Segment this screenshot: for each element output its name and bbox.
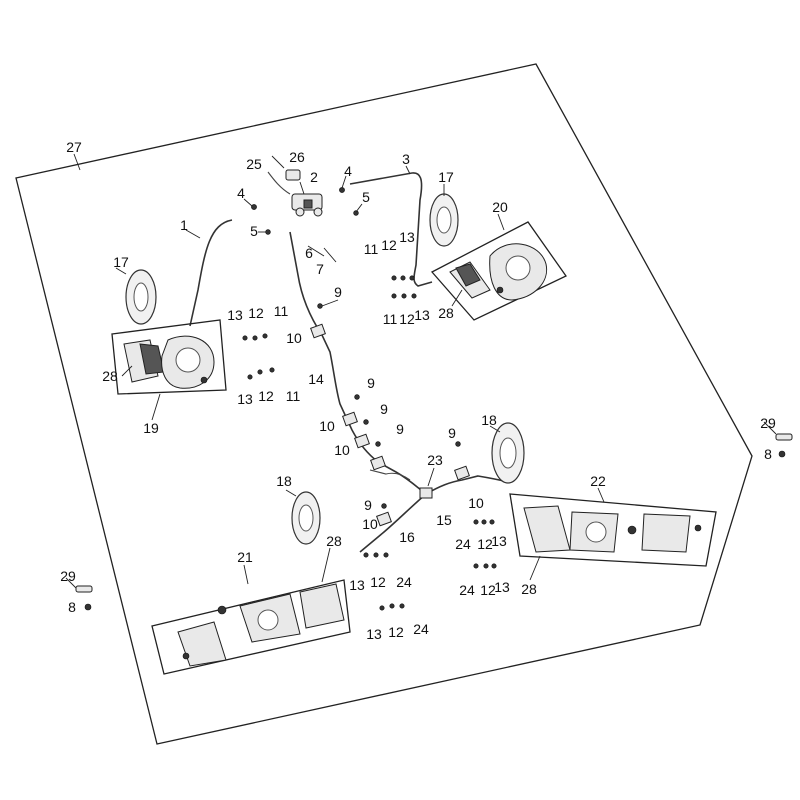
callout-9: 9 [367,375,375,391]
pipe-clips [310,323,470,527]
callout-25: 25 [246,156,262,172]
callout-6: 6 [305,245,313,261]
callout-14: 14 [308,371,324,387]
callout-28: 28 [326,533,342,549]
brake-pipe-branch [369,469,411,481]
callout-11: 11 [383,311,398,327]
callout-17: 17 [113,254,129,270]
caliper-rear-left [151,579,351,675]
callout-8: 8 [764,446,772,462]
callout-19: 19 [143,420,159,436]
callout-10: 10 [319,418,335,434]
callout-1: 1 [180,217,188,233]
callout-9: 9 [380,401,388,417]
callout-11: 11 [286,388,301,404]
callout-24: 24 [396,574,412,590]
callout-18: 18 [481,412,497,428]
callout-10: 10 [468,495,484,511]
callout-13: 13 [491,533,507,549]
callout-12: 12 [370,574,386,590]
callout-15: 15 [436,512,452,528]
callout-11: 11 [364,241,379,257]
callout-13: 13 [349,577,365,593]
callout-12: 12 [248,305,264,321]
callout-12: 12 [258,388,274,404]
callout-13: 13 [494,579,510,595]
callout-29: 29 [760,415,776,431]
callout-5: 5 [362,189,370,205]
callout-13: 13 [399,229,415,245]
callout-12: 12 [399,311,415,327]
callout-8: 8 [68,599,76,615]
callout-26: 26 [289,149,305,165]
callout-17: 17 [438,169,454,185]
callout-13: 13 [227,307,243,323]
callout-12: 12 [480,582,496,598]
callout-10: 10 [286,330,302,346]
brake-hose-1 [189,219,233,327]
callout-16: 16 [399,529,415,545]
callout-12: 12 [381,237,397,253]
callout-3: 3 [402,151,410,167]
caliper-front-left [111,319,227,395]
caliper-front-right [430,221,567,321]
callout-28: 28 [102,368,118,384]
caliper-rear-right [509,493,717,567]
brake-lines [189,171,509,553]
callout-2: 2 [310,169,318,185]
callout-24: 24 [413,621,429,637]
callout-24: 24 [455,536,471,552]
callout-20: 20 [492,199,508,215]
brake-discs [125,193,525,545]
callout-10: 10 [334,442,350,458]
callout-29: 29 [60,568,76,584]
callout-5: 5 [250,223,258,239]
callout-24: 24 [459,582,475,598]
callout-9: 9 [448,425,456,441]
callout-27: 27 [66,139,82,155]
callout-9: 9 [396,421,404,437]
leader-lines [65,153,777,589]
callout-labels: 27 1 2 3 4 4 5 5 6 7 9 9 9 9 9 9 10 10 1… [60,139,776,642]
callout-9: 9 [334,284,342,300]
brake-pipe-15 [425,475,509,495]
callout-4: 4 [237,185,245,201]
assembly-outline [15,63,753,745]
brake-pipe-14 [289,231,427,495]
callout-9: 9 [364,497,372,513]
callout-13: 13 [414,307,430,323]
callout-28: 28 [521,581,537,597]
switch-wire [267,171,291,195]
callout-13: 13 [237,391,253,407]
callout-10: 10 [362,516,378,532]
callout-23: 23 [427,452,443,468]
callout-12: 12 [477,536,493,552]
fasteners [242,187,497,611]
callout-21: 21 [237,549,253,565]
loose-bolts [75,433,793,611]
callout-28: 28 [438,305,454,321]
callout-11: 11 [274,303,289,319]
callout-12: 12 [388,624,404,640]
proportioning-valve [285,169,323,217]
callout-4: 4 [344,163,352,179]
brake-pipe-3 [349,172,433,287]
callout-18: 18 [276,473,292,489]
callout-13: 13 [366,626,382,642]
callout-7: 7 [316,261,324,277]
callout-22: 22 [590,473,606,489]
